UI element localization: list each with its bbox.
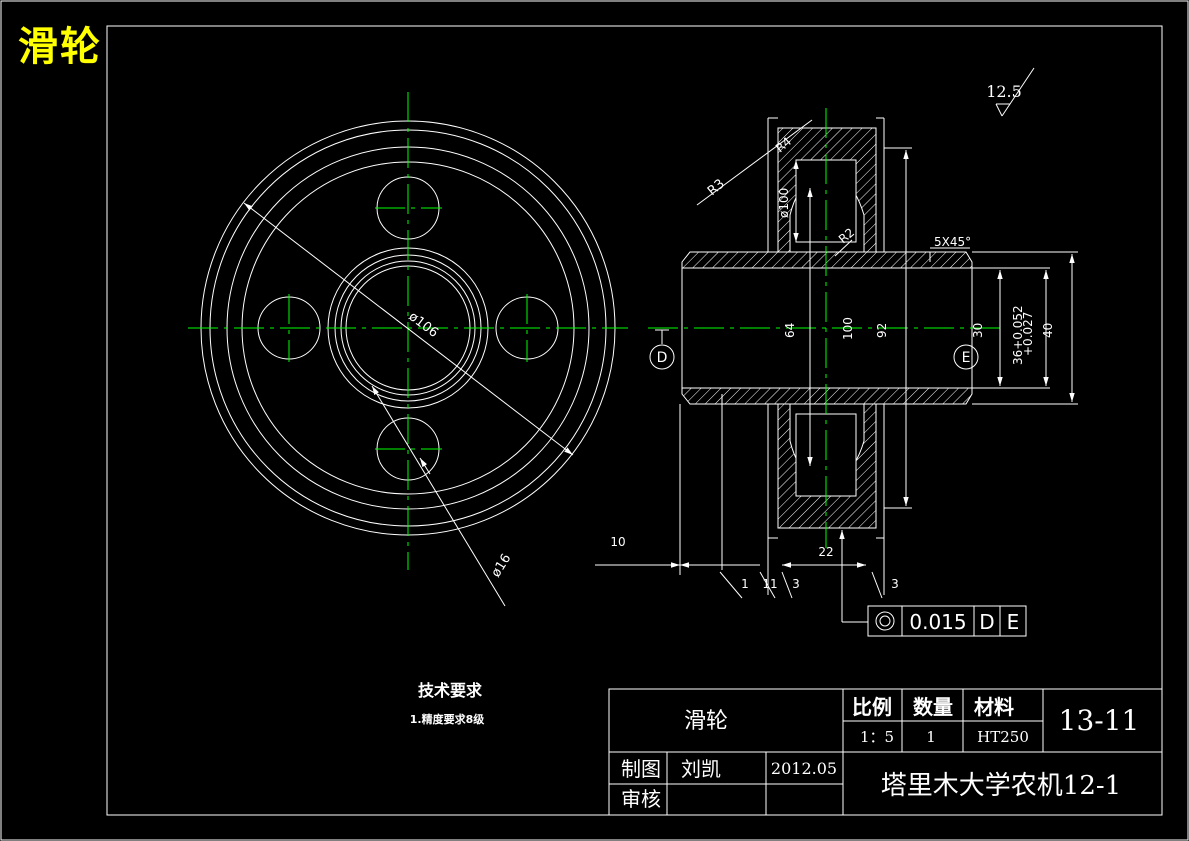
section-dims xyxy=(595,67,1078,623)
dim-phi106: ø106 xyxy=(406,309,441,341)
fcf-datum-1: D xyxy=(979,610,994,634)
fcf-tolerance: 0.015 xyxy=(909,610,966,634)
dim-22: 22 xyxy=(818,545,833,559)
tb-part-name: 滑轮 xyxy=(684,709,728,734)
dim-3b: 3 xyxy=(891,577,899,591)
tb-organization: 塔里木大学农机12-1 xyxy=(881,771,1121,801)
notes-heading: 技术要求 xyxy=(418,681,483,700)
front-centerlines xyxy=(188,92,628,570)
dim-tol-lower: +0.027 xyxy=(1021,312,1035,356)
tb-qty-label: 数量 xyxy=(913,695,953,719)
feature-control-frame xyxy=(867,605,1027,637)
tb-date: 2012.05 xyxy=(771,759,837,778)
dim-100: 100 xyxy=(841,317,855,340)
title-block xyxy=(608,688,1163,816)
datum-e: E xyxy=(962,350,971,366)
notes-line-1: 1.精度要求8级 xyxy=(410,712,485,726)
dim-r3: R3 xyxy=(705,176,728,199)
dim-phi16: ø16 xyxy=(489,551,515,580)
tb-material: HT250 xyxy=(977,728,1029,746)
tb-qty: 1 xyxy=(926,728,936,746)
tb-scale-label: 比例 xyxy=(852,695,892,719)
front-dims xyxy=(243,202,574,607)
dim-30: 30 xyxy=(971,323,985,338)
tb-check-label: 审核 xyxy=(621,787,661,811)
tb-drawing-no: 13-11 xyxy=(1059,704,1140,737)
dim-chamfer: 5X45° xyxy=(934,235,971,249)
fcf-datum-2: E xyxy=(1007,610,1020,634)
page-title: 滑轮 xyxy=(18,24,102,70)
datum-d: D xyxy=(657,350,668,366)
tb-scale: 1：5 xyxy=(860,728,894,746)
roughness-value: 12.5 xyxy=(986,82,1022,101)
dim-92: 92 xyxy=(875,323,889,338)
dim-phi100: ø100 xyxy=(777,188,791,218)
dim-64: 64 xyxy=(783,323,797,338)
section-centerlines xyxy=(648,108,1000,548)
dim-10: 10 xyxy=(610,535,625,549)
dim-40: 40 xyxy=(1041,323,1055,338)
dim-1: 1 xyxy=(741,577,749,591)
tb-drawn-label: 制图 xyxy=(621,757,661,781)
concentricity-icon xyxy=(875,611,895,631)
dim-tol-upper: 36+0.052 xyxy=(1011,305,1025,365)
dim-3a: 3 xyxy=(792,577,800,591)
tb-material-label: 材料 xyxy=(974,695,1014,719)
dim-11: 11 xyxy=(762,577,777,591)
tb-drawn-by: 刘凯 xyxy=(681,757,721,781)
